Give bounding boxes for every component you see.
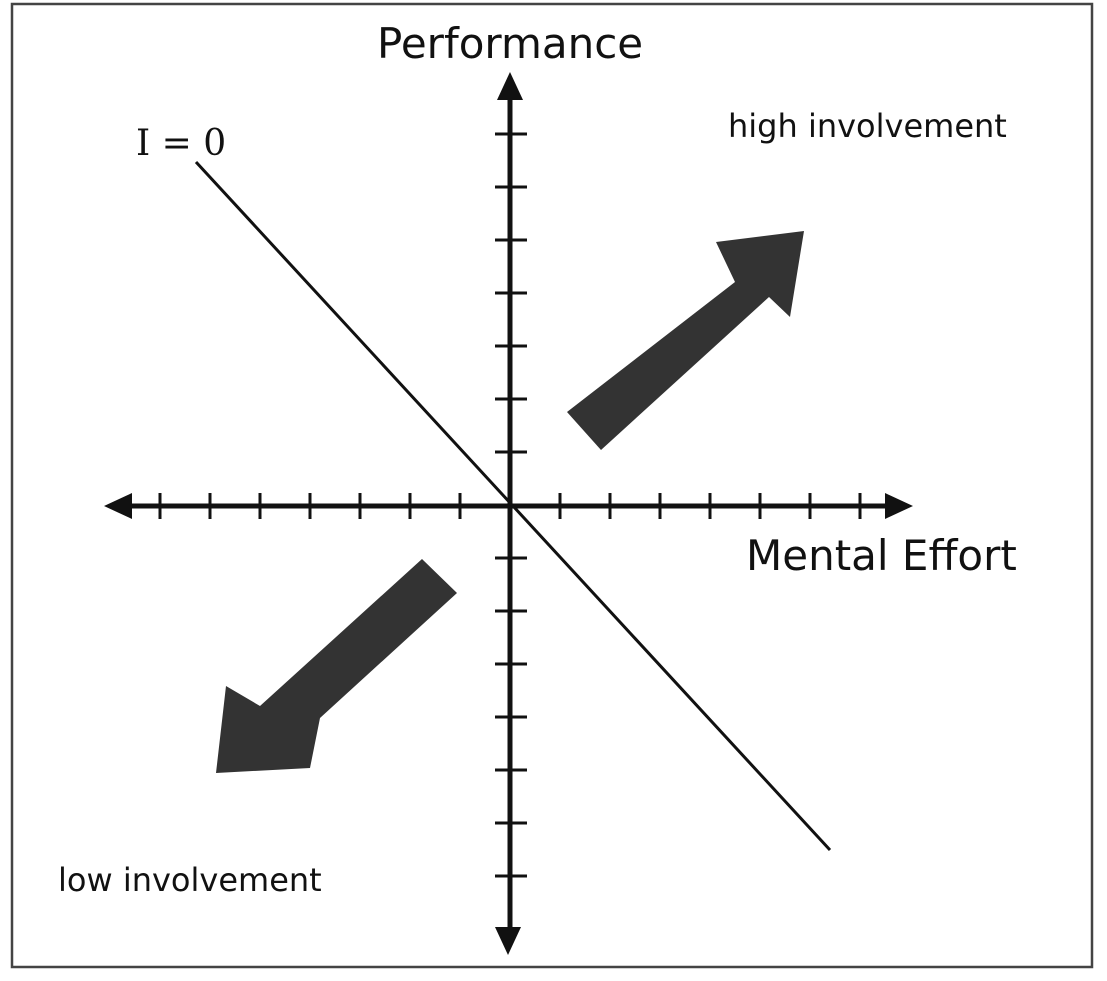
- diagram-frame: [10, 2, 1094, 969]
- y-axis-ticks: [495, 132, 527, 878]
- low-involvement-label: low involvement: [58, 861, 322, 899]
- x-axis-title: Mental Effort: [746, 531, 1017, 580]
- high-involvement-label: high involvement: [728, 107, 1007, 145]
- x-axis-ticks: [158, 493, 862, 519]
- low-involvement-arrow: [216, 559, 457, 773]
- y-axis: [495, 72, 527, 955]
- x-axis-arrowhead-right: [885, 493, 913, 519]
- i-zero-line: [194, 160, 832, 852]
- y-axis-title: Performance: [377, 19, 643, 68]
- i-zero-label: I = 0: [136, 123, 226, 164]
- y-axis-arrowhead-top: [497, 72, 523, 100]
- high-involvement-arrow: [567, 231, 804, 450]
- y-axis-arrowhead-bottom: [495, 927, 521, 955]
- x-axis-arrowhead-left: [104, 493, 132, 519]
